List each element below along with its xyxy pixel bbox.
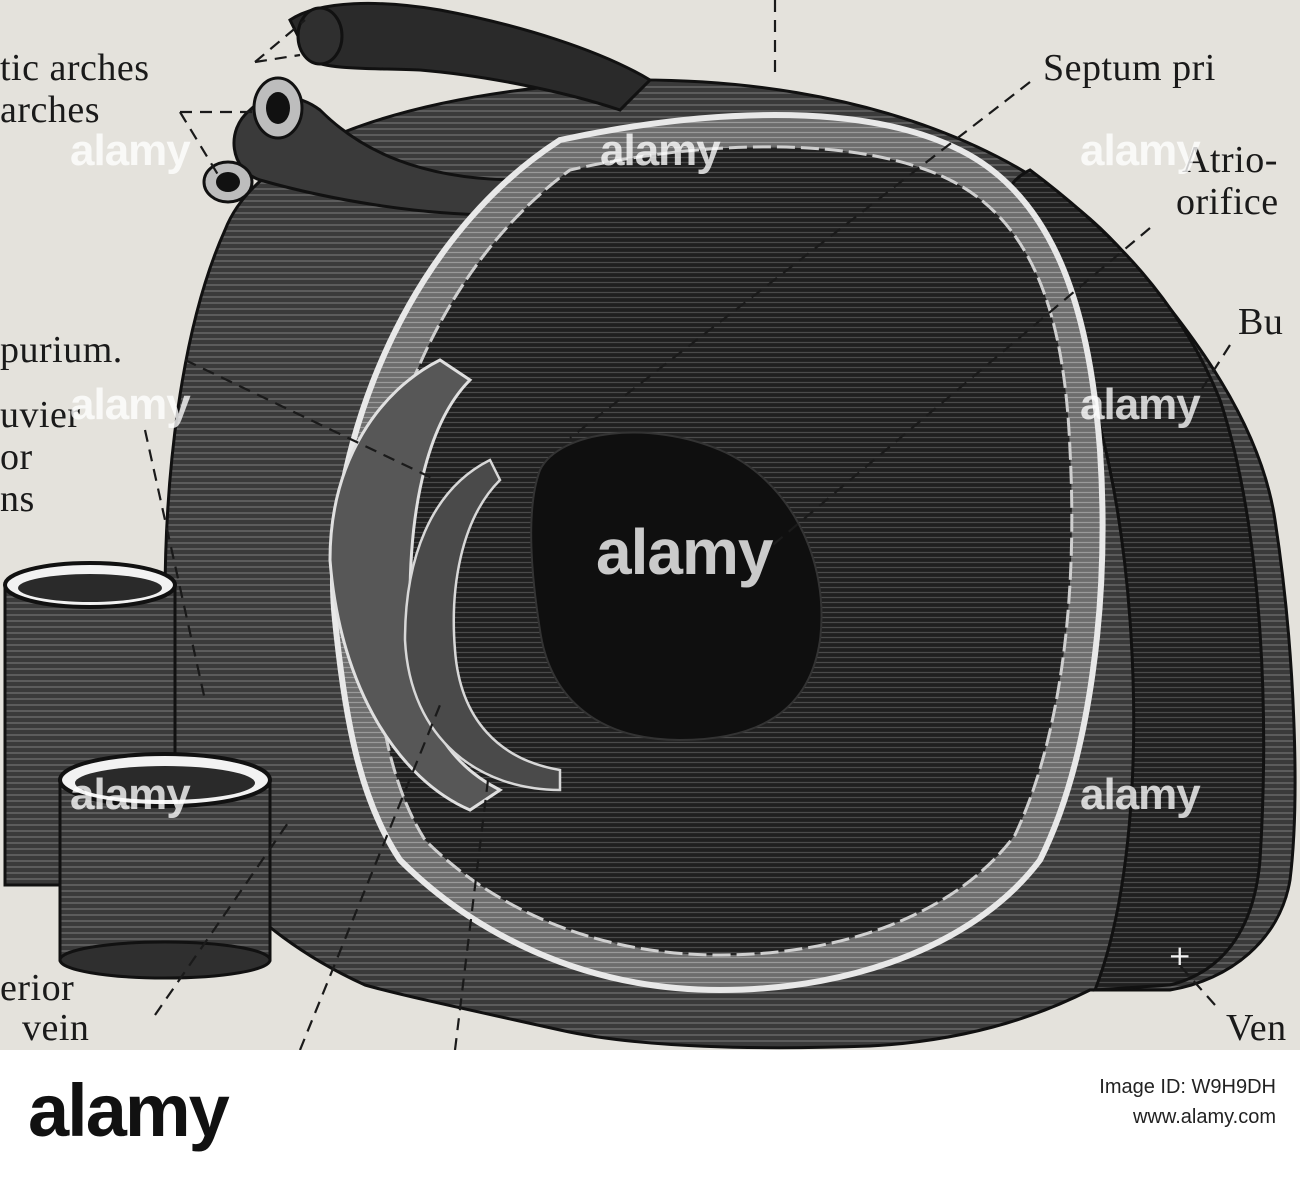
watermark: alamy	[596, 516, 773, 588]
label-bulbus: Bu	[1238, 301, 1284, 343]
image-id-text: Image ID: W9H9DH	[1099, 1076, 1276, 1098]
site-url: www.alamy.com	[1133, 1106, 1276, 1128]
label-duct-veins: ns	[0, 478, 35, 520]
heart-illustration: + tic arches arches Septum pri Atrio- or…	[0, 0, 1297, 1050]
label-septum-primum: Septum pri	[1043, 47, 1216, 89]
label-arches: arches	[0, 89, 101, 131]
label-aortic-arches: tic arches	[0, 47, 150, 89]
watermark: alamy	[70, 126, 191, 175]
stock-footer: alamy Image ID: W9H9DH www.alamy.com	[0, 1050, 1300, 1183]
label-ventricle: Ven	[1226, 1007, 1287, 1049]
label-orifice: orifice	[1176, 181, 1279, 223]
label-superior: erior	[0, 967, 75, 1009]
watermark: alamy	[70, 380, 191, 429]
watermark: alamy	[1080, 770, 1201, 819]
label-vein: vein	[22, 1007, 90, 1049]
heart-drawing: +	[3, 0, 1297, 1050]
sinus-venosus-valve	[403, 458, 562, 792]
watermark: alamy	[600, 126, 721, 175]
leader-lines	[143, 0, 1231, 1050]
label-septum-spurium: purium.	[0, 329, 123, 371]
watermark: alamy	[70, 770, 191, 819]
superior-vein-of-cuvier	[58, 752, 272, 980]
watermark: alamy	[1080, 380, 1201, 429]
label-duct-or: or	[0, 436, 33, 478]
atrio-ventricular-orifice	[530, 431, 823, 742]
label-atrio-ventricular: Atrio-	[1182, 139, 1278, 181]
svg-text:+: +	[1168, 939, 1191, 972]
footer-logo: alamy	[28, 1069, 230, 1152]
aortic-arches	[288, 1, 653, 112]
label-duct-cuvier: uvier	[0, 394, 81, 436]
footer-image-id: Image ID: W9H9DH www.alamy.com	[1099, 1072, 1276, 1132]
watermark: alamy	[1080, 126, 1201, 175]
